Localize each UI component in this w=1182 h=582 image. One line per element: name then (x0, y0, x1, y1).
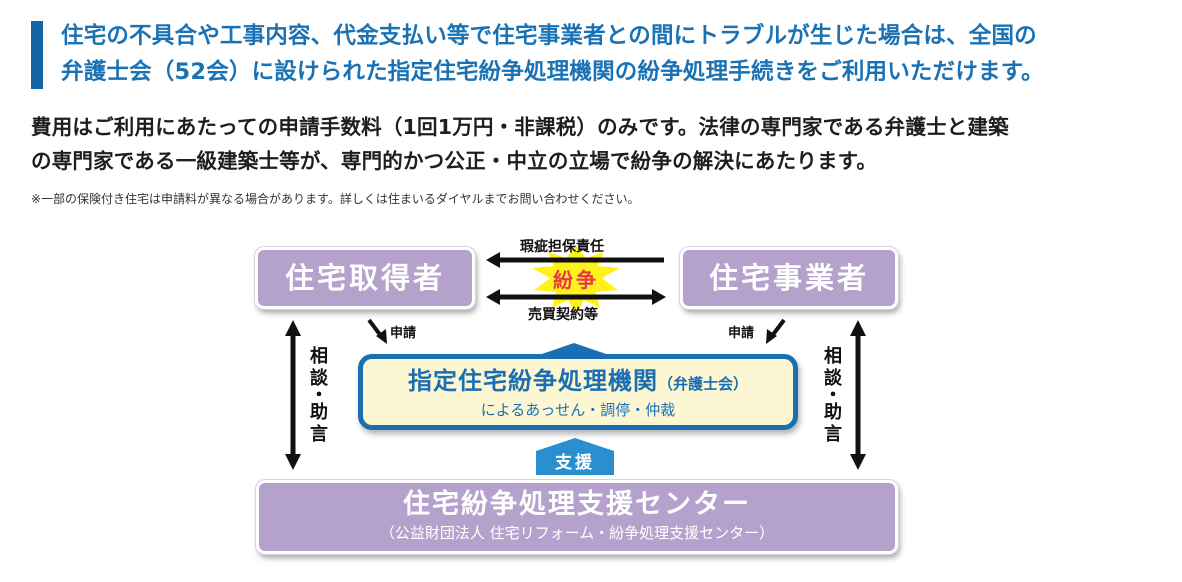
arrow-down-left-icon (766, 329, 777, 344)
arrow-up-icon (285, 320, 301, 336)
arrow-down-icon (850, 454, 866, 470)
support-tag: 支援 (536, 440, 614, 475)
consult-label-right: 相 談 ・ 助 言 (824, 346, 842, 445)
support-center-title: 住宅紛争処理支援センター (403, 489, 751, 520)
arrow-left-icon (486, 289, 500, 305)
arrow-down-icon (285, 454, 301, 470)
support-label: 支援 (536, 451, 614, 475)
core-roof-icon (536, 343, 612, 356)
support-roof-icon (536, 438, 614, 451)
sales-contract-label: 売買契約等 (528, 307, 598, 323)
support-center-subtitle: （公益財団法人 住宅リフォーム・紛争処理支援センター） (379, 524, 775, 542)
dispute-word: 紛争 (553, 268, 599, 292)
dispute-burst-icon (532, 246, 620, 314)
headline-accent-bar (31, 21, 43, 89)
arrow-left-icon (486, 252, 500, 268)
body-line-1: 費用はご利用にあたっての申請手数料（1回1万円・非課税）のみです。法律の専門家で… (31, 115, 1009, 139)
core-title: 指定住宅紛争処理機関（弁護士会） (407, 367, 748, 395)
headline-line-2: 弁護士会（52会）に設けられた指定住宅紛争処理機関の紛争処理手続きをご利用いただ… (61, 59, 1044, 85)
arrow-up-icon (850, 320, 866, 336)
consult-label-left: 相 談 ・ 助 言 (310, 346, 328, 445)
designated-dispute-body-box: 指定住宅紛争処理機関（弁護士会） によるあっせん・調停・仲裁 (358, 354, 798, 430)
headline: 住宅の不具合や工事内容、代金支払い等で住宅事業者との間にトラブルが生じた場合は、… (31, 18, 1161, 90)
footnote: ※一部の保険付き住宅は申請料が異なる場合があります。詳しくは住まいるダイヤルまで… (31, 192, 640, 206)
home-business-box: 住宅事業者 (680, 247, 898, 309)
headline-line-1: 住宅の不具合や工事内容、代金支払い等で住宅事業者との間にトラブルが生じた場合は、… (61, 23, 1037, 49)
core-title-paren: （弁護士会） (657, 375, 748, 393)
body-text: 費用はご利用にあたっての申請手数料（1回1万円・非課税）のみです。法律の専門家で… (31, 110, 1009, 178)
apply-label-right: 申請 (728, 326, 755, 341)
headline-text: 住宅の不具合や工事内容、代金支払い等で住宅事業者との間にトラブルが生じた場合は、… (61, 18, 1044, 90)
core-subtitle: によるあっせん・調停・仲裁 (480, 401, 676, 419)
arrow-down-right-icon (376, 329, 387, 344)
arrow-right-icon (652, 289, 666, 305)
apply-label-left: 申請 (390, 326, 417, 341)
body-line-2: の専門家である一級建築士等が、専門的かつ公正・中立の立場で紛争の解決にあたります… (31, 149, 878, 173)
support-center-box: 住宅紛争処理支援センター （公益財団法人 住宅リフォーム・紛争処理支援センター） (256, 480, 898, 554)
home-acquirer-box: 住宅取得者 (255, 247, 475, 309)
defect-liability-label: 瑕疵担保責任 (520, 239, 604, 255)
